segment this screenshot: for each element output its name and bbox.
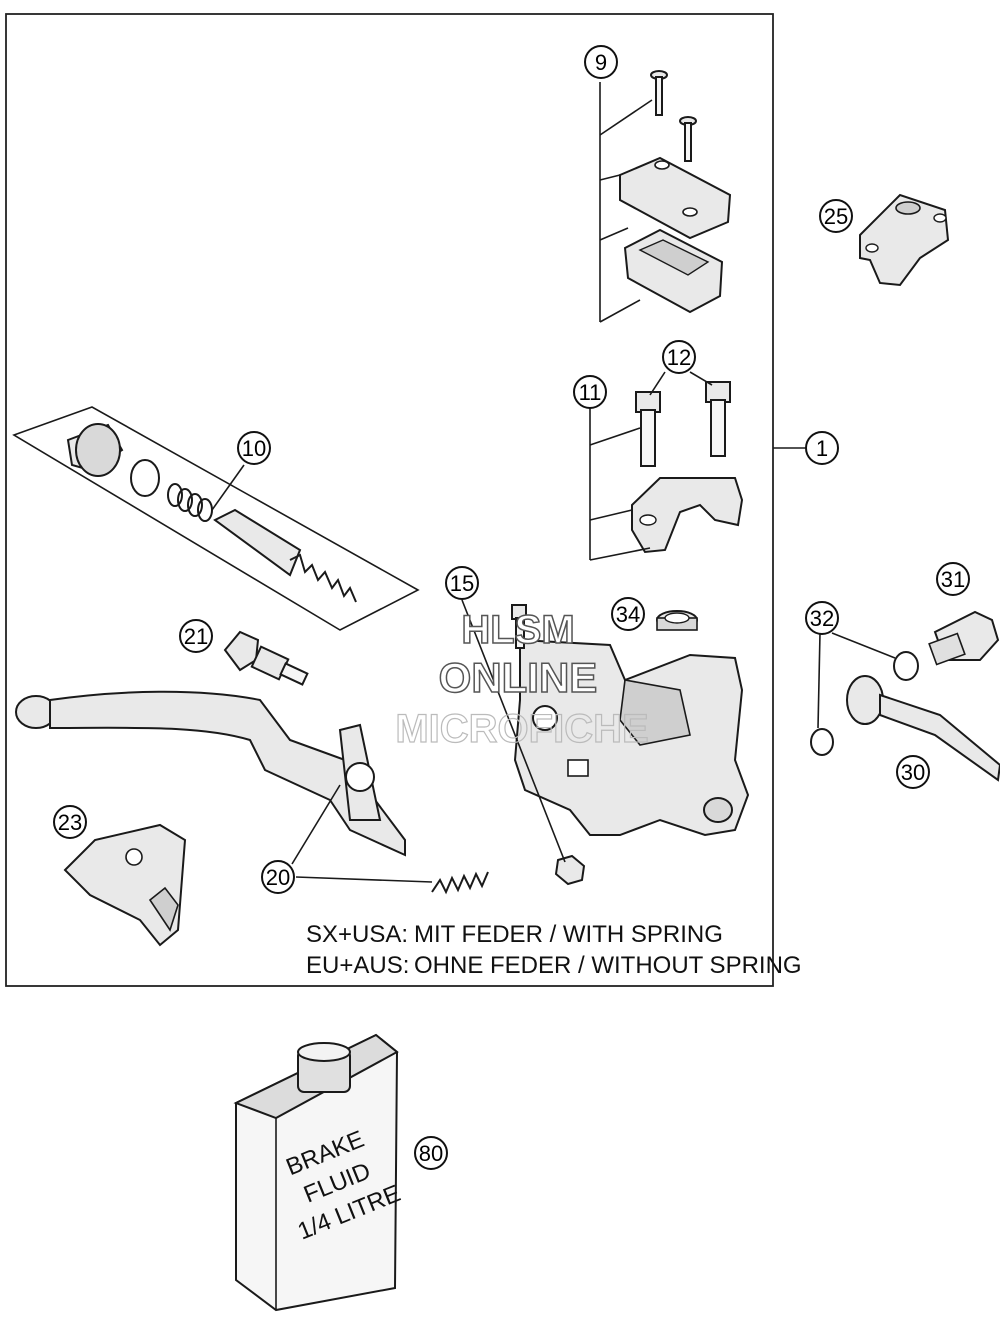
callout-11-label: 11 [579,380,602,405]
callout-32: 32 [805,601,839,635]
callout-20: 20 [261,860,295,894]
callout-21: 21 [179,619,213,653]
callout-1: 1 [805,431,839,465]
part-9-cover-assembly [599,70,732,323]
callout-21-label: 21 [184,624,208,649]
callout-10-label: 10 [242,436,266,461]
callout-9-label: 9 [595,50,607,75]
callout-31: 31 [936,562,970,596]
note-line2-text: OHNE FEDER / WITHOUT SPRING [414,952,802,979]
part-master-cylinder-body [461,599,750,886]
part-20-lever [15,690,489,895]
watermark-line1: HLSM [461,608,574,652]
callout-34: 34 [611,597,645,631]
callout-12-label: 12 [667,345,691,370]
callout-20-label: 20 [266,865,290,890]
callout-25: 25 [819,199,853,233]
watermark-line2: ONLINE [439,654,598,701]
note-line2-prefix: EU+AUS: [306,952,409,979]
callout-30: 30 [896,755,930,789]
callout-15: 15 [445,566,479,600]
note-line1-text: MIT FEDER / WITH SPRING [414,921,723,948]
callout-9: 9 [584,45,618,79]
callout-31-label: 31 [941,567,965,592]
callout-11: 11 [573,375,607,409]
callout-32-label: 32 [810,606,834,631]
part-21-adjuster [223,630,309,686]
watermark-line3: MICROFICHE [395,707,648,751]
callout-23: 23 [53,805,87,839]
callout-12: 12 [662,340,696,374]
callout-80-label: 80 [419,1141,443,1166]
callout-10: 10 [237,431,271,465]
callout-30-label: 30 [901,760,925,785]
part-23-guard [63,823,187,947]
part-10-piston-kit [12,406,420,631]
part-25-clamp [859,193,950,287]
part-11-12-clamp-bolts [589,371,744,561]
callout-80: 80 [414,1136,448,1170]
callout-25-label: 25 [824,204,848,229]
note-line1-prefix: SX+USA: [306,921,408,948]
part-80-brake-fluid-bottle [233,1033,399,1312]
assembly-frame [5,13,774,987]
callout-15-label: 15 [450,571,474,596]
callout-34-label: 34 [616,602,640,627]
callout-23-label: 23 [58,810,82,835]
callout-1-label: 1 [816,436,828,461]
part-30-31-32-hose [810,610,1000,782]
